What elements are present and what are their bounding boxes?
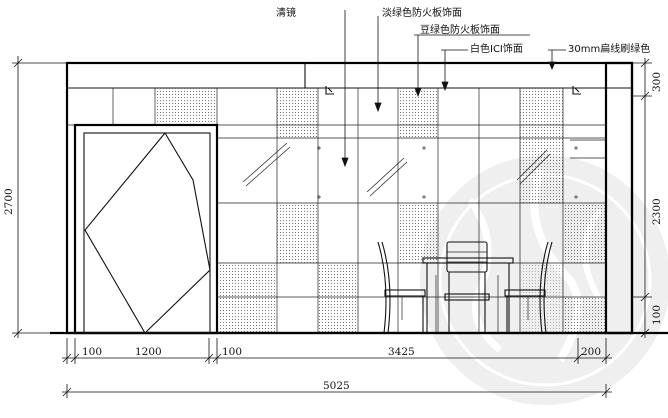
leader-lines (341, 10, 566, 168)
dim-bottom-3: 100 (222, 346, 242, 358)
bottom-dimension-lines (62, 338, 612, 398)
annotation-bean-green-panel: 豆绿色防火板饰面 (420, 23, 500, 36)
dim-bottom-1: 100 (82, 346, 102, 358)
right-dimension-line (632, 58, 652, 338)
dim-left-height: 2700 (3, 188, 15, 215)
dim-right-middle: 2300 (651, 198, 663, 225)
annotation-flat-line: 30mm扁线刷绿色 (568, 42, 650, 55)
annotation-mirror: 清镜 (276, 6, 296, 19)
annotation-white-ici: 白色ICI饰面 (470, 42, 523, 55)
lamp-right (572, 86, 581, 95)
dim-total-width: 5025 (323, 380, 350, 392)
dim-right-bottom: 100 (651, 305, 663, 325)
dining-set (377, 241, 553, 334)
dim-bottom-4: 3425 (388, 346, 415, 358)
lamp-left (325, 86, 334, 95)
dim-right-top: 300 (651, 72, 663, 92)
dim-bottom-5: 200 (581, 346, 601, 358)
left-dimension-line (12, 56, 67, 338)
door (73, 123, 219, 335)
annotation-light-green-panel: 淡绿色防火板饰面 (382, 6, 462, 19)
dim-bottom-2: 1200 (135, 346, 162, 358)
mirror-glints (242, 139, 606, 197)
fixing-marks (317, 146, 578, 199)
